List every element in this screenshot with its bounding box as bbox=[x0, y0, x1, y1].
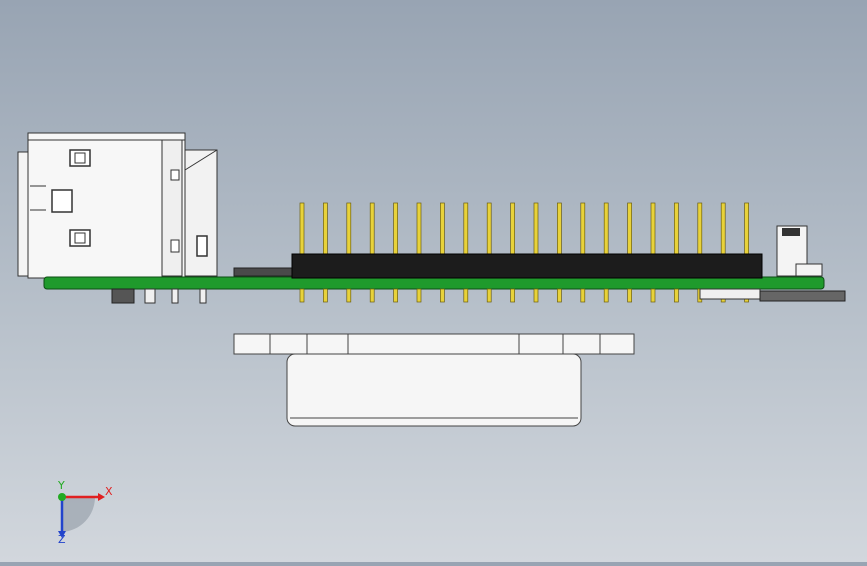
pin-bottom bbox=[650, 288, 656, 303]
under-board-components bbox=[111, 288, 846, 304]
pin-top bbox=[557, 202, 562, 256]
pin-top bbox=[369, 202, 375, 256]
pin-bottom bbox=[416, 288, 422, 303]
pin-top bbox=[299, 202, 305, 256]
pin-top bbox=[440, 202, 445, 256]
pin-bottom bbox=[603, 288, 609, 303]
pin-top bbox=[674, 202, 679, 256]
pin-bottom bbox=[674, 288, 679, 303]
z-axis-label: Z bbox=[58, 533, 66, 546]
pin-bottom bbox=[510, 288, 515, 303]
pcb-board bbox=[43, 276, 825, 290]
pin-top bbox=[650, 202, 656, 256]
ribbon-connector bbox=[233, 267, 295, 277]
pin-bottom bbox=[323, 288, 328, 303]
pin-top bbox=[627, 202, 632, 256]
pin-bottom bbox=[486, 288, 492, 303]
pin-bottom bbox=[533, 288, 539, 303]
pin-top bbox=[697, 202, 703, 256]
pin-bottom bbox=[580, 288, 586, 303]
pin-top bbox=[486, 202, 492, 256]
x-axis-label: X bbox=[105, 485, 113, 498]
pin-top bbox=[393, 202, 398, 256]
pin-bottom bbox=[346, 288, 352, 303]
pin-header-housing bbox=[291, 253, 763, 279]
usb-connector bbox=[17, 132, 218, 279]
pin-top bbox=[346, 202, 352, 256]
pin-top bbox=[463, 202, 469, 256]
pin-bottom bbox=[557, 288, 562, 303]
axis-triad: X Y Z bbox=[57, 479, 113, 546]
y-axis-icon bbox=[58, 493, 66, 501]
pin-top bbox=[416, 202, 422, 256]
y-axis-label: Y bbox=[57, 479, 65, 492]
pin-bottom bbox=[299, 288, 305, 303]
pin-bottom bbox=[627, 288, 632, 303]
pin-top bbox=[744, 202, 749, 256]
pin-bottom bbox=[393, 288, 398, 303]
pin-top bbox=[720, 202, 726, 256]
right-component bbox=[776, 225, 823, 277]
pin-bottom bbox=[463, 288, 469, 303]
pin-top bbox=[603, 202, 609, 256]
pin-bottom bbox=[440, 288, 445, 303]
housing-block bbox=[233, 333, 635, 427]
pin-top bbox=[580, 202, 586, 256]
pin-top bbox=[323, 202, 328, 256]
pin-bottom bbox=[369, 288, 375, 303]
pin-top bbox=[510, 202, 515, 256]
pin-top bbox=[533, 202, 539, 256]
